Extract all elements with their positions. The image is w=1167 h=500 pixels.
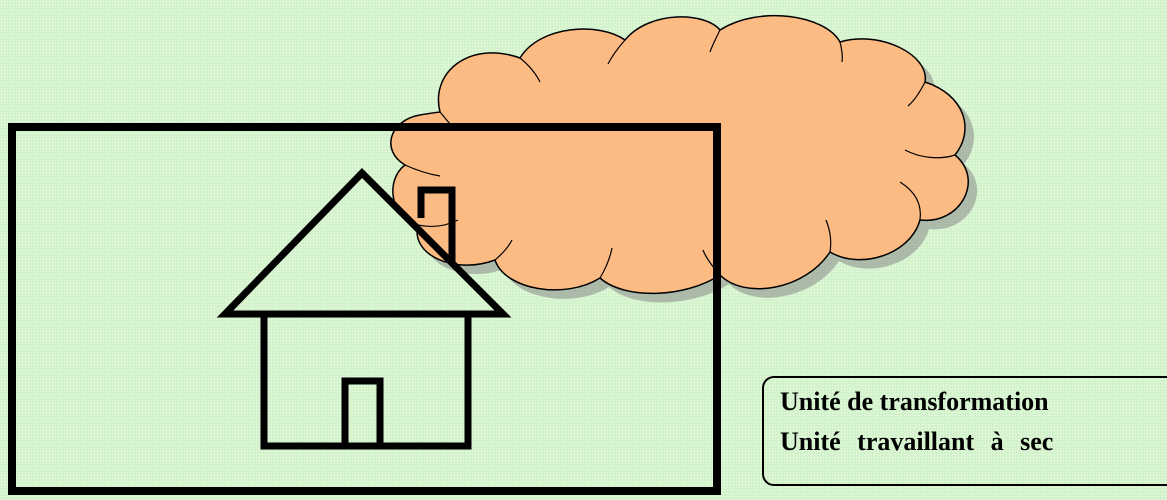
house-chimney	[417, 186, 456, 262]
label-dry-unit: Unité travaillant à sec	[780, 427, 1054, 456]
unit-boundary-rect	[8, 123, 721, 495]
unit-label-box: Unité de transformation Unité travaillan…	[762, 376, 1167, 486]
cloud-shape	[390, 14, 969, 295]
label-processing-unit: Unité de transformation	[780, 387, 1049, 416]
house-roof	[216, 168, 512, 318]
house-door	[341, 377, 384, 446]
house-body	[260, 314, 472, 450]
